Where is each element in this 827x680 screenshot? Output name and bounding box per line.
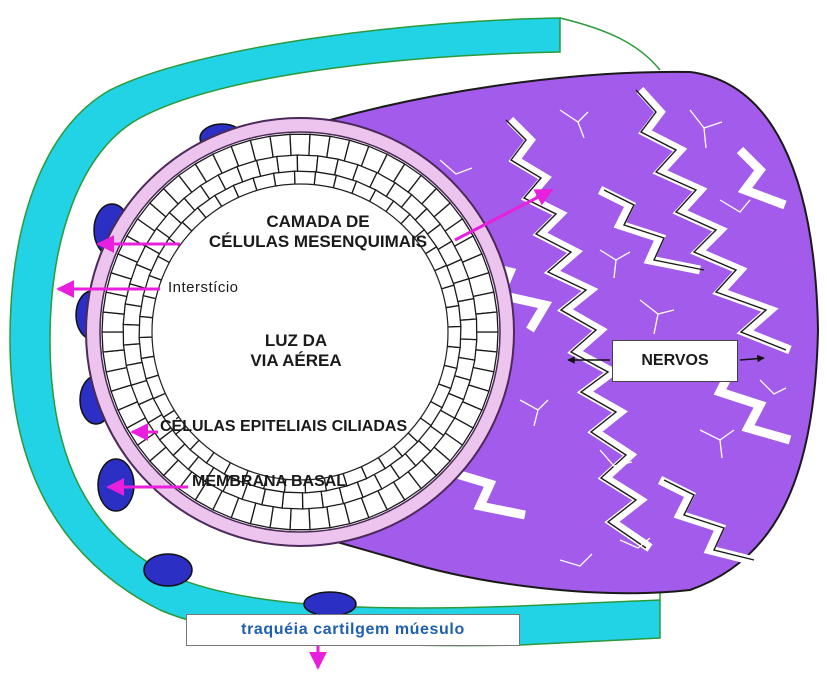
epithelial-cell: [460, 319, 477, 340]
label-celulas-epiteliais: CÉLULAS EPITELIAIS CILIADAS: [160, 418, 407, 437]
epithelial-cell: [295, 171, 316, 185]
epithelial-cell: [270, 134, 291, 158]
epithelial-cell: [475, 312, 498, 332]
epithelial-cell: [282, 491, 303, 509]
label-luz-line1: LUZ DA: [250, 331, 341, 351]
label-camada-mesenquimais: CAMADA DE CÉLULAS MESENQUIMAIS: [209, 212, 427, 252]
label-luz-via-aerea: LUZ DA VIA AÉREA: [250, 331, 341, 371]
label-intersticio: Interstício: [168, 279, 239, 297]
epithelial-cell: [102, 332, 125, 352]
label-luz-line2: VIA AÉREA: [250, 351, 341, 371]
label-traqueia: traquéia cartilgem múesulo: [186, 614, 520, 646]
epithelial-cell: [472, 292, 497, 314]
epithelial-cell: [297, 155, 318, 173]
epithelial-cell: [309, 506, 330, 530]
epithelial-cell: [475, 332, 498, 352]
epithelial-cell: [290, 134, 310, 156]
epithelial-cell: [139, 316, 153, 337]
epithelial-cell: [123, 324, 140, 345]
epithelial-cell: [103, 350, 128, 372]
epithelial-cell: [447, 327, 461, 348]
label-camada-line1: CAMADA DE: [209, 212, 427, 232]
label-nervos: NERVOS: [612, 340, 738, 382]
label-camada-line2: CÉLULAS MESENQUIMAIS: [209, 232, 427, 252]
epithelial-cell: [102, 312, 125, 332]
label-membrana-basal: MEMBRANA BASAL: [192, 473, 346, 492]
epithelial-cell: [290, 508, 310, 530]
